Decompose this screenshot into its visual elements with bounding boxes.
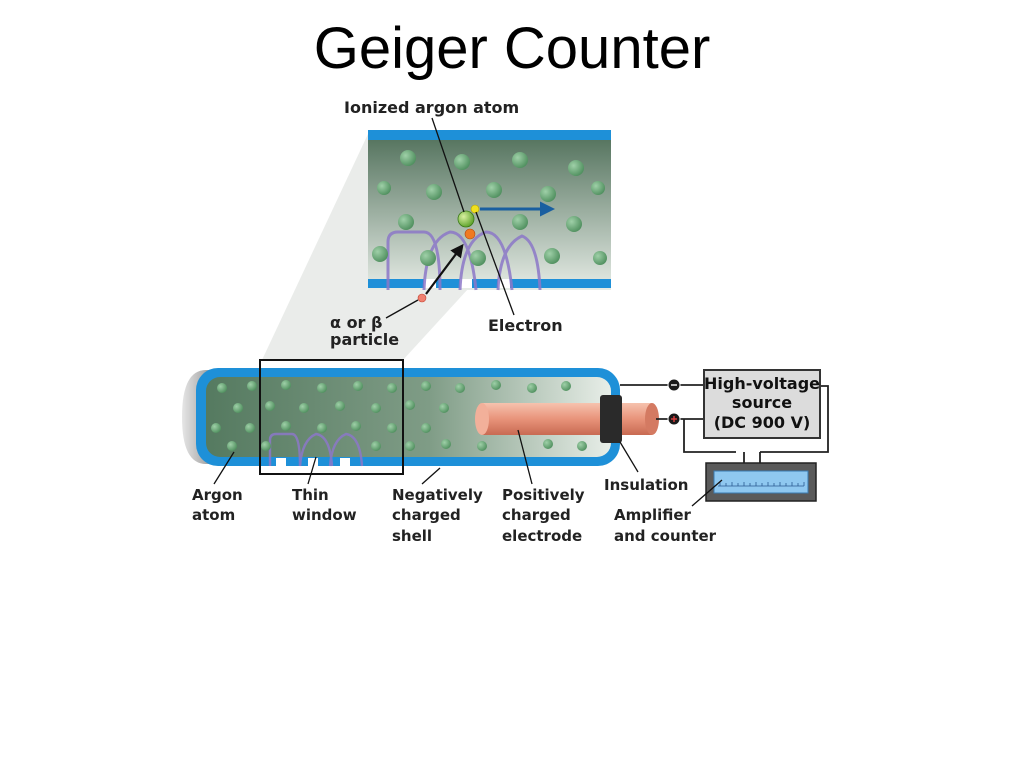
counter-display	[713, 470, 809, 494]
amplifier-label-line1: Amplifier	[614, 506, 692, 524]
argon-atom-icon	[577, 441, 587, 451]
argon-atom-icon	[512, 214, 528, 230]
electron-leader	[475, 211, 515, 316]
argon-atom-icon	[245, 423, 255, 433]
argon-atom-icon	[247, 381, 257, 391]
slide-title: Geiger Counter	[313, 16, 711, 81]
argon-atom-icon	[421, 423, 431, 433]
argon-atom-label-line2: atom	[192, 506, 235, 524]
negative-shell-label-line1: Negatively	[392, 486, 483, 504]
argon-atom-icon	[317, 383, 327, 393]
ionized-atom-leader	[431, 117, 465, 213]
argon-atom-icon	[377, 181, 391, 195]
thin-window-label-line1: Thin	[292, 486, 329, 504]
argon-atom-icon	[566, 216, 582, 232]
hv-label-line3: (DC 900 V)	[714, 413, 811, 432]
incoming-particle-icon	[417, 293, 427, 303]
hv-label-line1: High-voltage	[704, 374, 820, 393]
particle-path-arrow	[425, 243, 464, 295]
argon-atom-icon	[281, 380, 291, 390]
argon-atom-icon	[233, 403, 243, 413]
argon-atom-icon	[593, 251, 607, 265]
tube-thin-window	[268, 432, 364, 467]
particle-label-leader	[385, 299, 419, 319]
positive-electrode-label-line1: Positively	[502, 486, 585, 504]
circuit-wiring	[620, 384, 829, 464]
argon-atom-icon	[387, 383, 397, 393]
argon-atom-icon	[351, 421, 361, 431]
argon-atom-icon	[405, 400, 415, 410]
ionized-argon-atom-icon	[457, 210, 475, 228]
argon-atom-icon	[261, 441, 271, 451]
argon-atom-icon	[491, 380, 501, 390]
argon-atom-icon	[455, 383, 465, 393]
argon-atom-icon	[439, 403, 449, 413]
argon-atom-label-line1: Argon	[192, 486, 243, 504]
tube-argon-atoms	[211, 380, 587, 451]
argon-atom-icon	[353, 381, 363, 391]
argon-atom-icon	[426, 184, 442, 200]
argon-atom-icon	[317, 423, 327, 433]
argon-atom-icon	[420, 250, 436, 266]
particle-label-line1: α or β	[330, 313, 382, 332]
tube-gas-chamber	[206, 377, 611, 457]
argon-atom-icon	[217, 383, 227, 393]
argon-atom-icon	[561, 381, 571, 391]
argon-atom-icon	[335, 401, 345, 411]
positive-electrode-label-line2: charged	[502, 506, 571, 524]
argon-atom-icon	[544, 248, 560, 264]
thin-window-label-line2: window	[292, 506, 357, 524]
argon-atom-icon	[527, 383, 537, 393]
positive-electrode-label-line3: electrode	[502, 527, 582, 545]
positively-charged-electrode	[475, 403, 659, 435]
argon-atom-icon	[477, 441, 487, 451]
argon-atom-icon	[421, 381, 431, 391]
argon-atom-icon	[400, 150, 416, 166]
main-leader-lines	[213, 429, 723, 507]
argon-atom-icon	[512, 152, 528, 168]
argon-atom-icon	[265, 401, 275, 411]
electron-icon	[470, 204, 480, 214]
electron-label: Electron	[488, 316, 563, 335]
argon-atom-icon	[543, 439, 553, 449]
argon-atom-icon	[372, 246, 388, 262]
argon-atom-icon	[470, 250, 486, 266]
argon-atom-icon	[486, 182, 502, 198]
argon-atom-icon	[398, 214, 414, 230]
geiger-tube	[182, 368, 659, 467]
argon-atom-icon	[371, 403, 381, 413]
argon-atom-icon	[371, 441, 381, 451]
amplifier-label-line2: and counter	[614, 527, 717, 545]
argon-atom-icon	[441, 439, 451, 449]
insulation-label: Insulation	[604, 476, 688, 494]
ionized-argon-atom-label: Ionized argon atom	[344, 98, 519, 117]
argon-atom-icon	[591, 181, 605, 195]
insulation-plug	[600, 395, 622, 443]
argon-atom-icon	[211, 423, 221, 433]
argon-atom-icon	[281, 421, 291, 431]
zoom-inset	[368, 130, 611, 291]
argon-atom-icon	[568, 160, 584, 176]
argon-atom-icon	[387, 423, 397, 433]
hv-label-line2: source	[732, 393, 792, 412]
argon-atom-icon	[227, 441, 237, 451]
high-voltage-source: High-voltage source (DC 900 V)	[703, 369, 821, 439]
inset-argon-atoms	[372, 150, 607, 266]
argon-atom-icon	[540, 186, 556, 202]
particle-label-line2: particle	[330, 330, 399, 349]
particle-impact-icon	[464, 228, 476, 240]
argon-atom-icon	[454, 154, 470, 170]
argon-atom-icon	[299, 403, 309, 413]
argon-atom-icon	[405, 441, 415, 451]
amplifier-counter	[705, 462, 817, 502]
negative-shell-label-line2: charged	[392, 506, 461, 524]
negative-shell-label-line3: shell	[392, 527, 432, 545]
thin-window-highlight-box	[259, 359, 404, 475]
